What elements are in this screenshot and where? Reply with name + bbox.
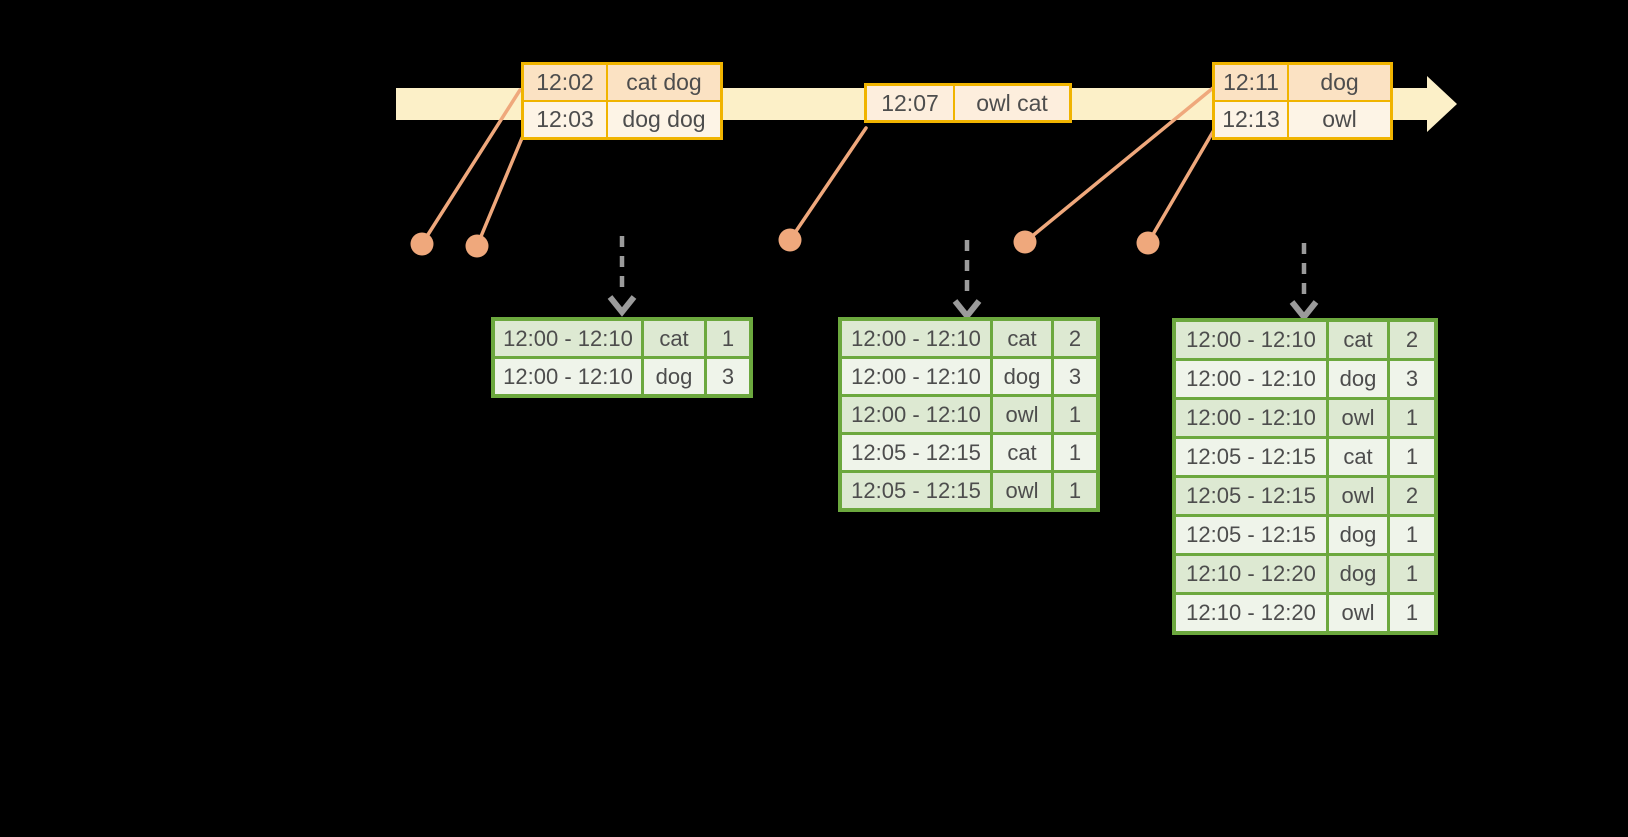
trigger-arrowhead-icon [607,295,637,317]
event-words: dog [1289,65,1390,100]
word-cell: owl [1329,595,1387,631]
word-cell: owl [1329,400,1387,436]
result-table-3: 12:00 - 12:10 cat 2 12:00 - 12:10 dog 3 … [1172,318,1438,635]
count-cell: 1 [1390,517,1434,553]
trigger-arrowhead-icon [1289,300,1319,322]
count-cell: 1 [1390,556,1434,592]
window-cell: 12:10 - 12:20 [1176,556,1326,592]
window-cell: 12:00 - 12:10 [1176,361,1326,397]
window-cell: 12:00 - 12:10 [1176,400,1326,436]
count-cell: 1 [1054,473,1096,508]
event-words: cat dog [608,65,720,100]
word-cell: dog [1329,517,1387,553]
event-dot [778,228,802,252]
event-connector-line [420,88,522,246]
word-cell: owl [993,473,1051,508]
count-cell: 1 [707,321,749,356]
count-cell: 3 [1054,359,1096,394]
window-cell: 12:00 - 12:10 [495,321,641,356]
count-cell: 1 [1054,397,1096,432]
word-cell: dog [644,359,704,394]
event-dot [410,232,434,256]
word-cell: dog [993,359,1051,394]
timeline-arrowhead-icon [1427,76,1457,132]
word-cell: cat [993,321,1051,356]
window-cell: 12:00 - 12:10 [495,359,641,394]
word-cell: dog [1329,361,1387,397]
event-connector-line [1023,86,1215,244]
count-cell: 2 [1390,478,1434,514]
window-cell: 12:05 - 12:15 [1176,517,1326,553]
event-connector-line [1146,128,1216,245]
count-cell: 1 [1390,439,1434,475]
event-time: 12:11 [1215,65,1287,100]
word-cell: owl [1329,478,1387,514]
word-cell: owl [993,397,1051,432]
word-cell: cat [644,321,704,356]
word-cell: cat [1329,439,1387,475]
count-cell: 3 [707,359,749,394]
count-cell: 3 [1390,361,1434,397]
word-cell: cat [993,435,1051,470]
window-cell: 12:10 - 12:20 [1176,595,1326,631]
window-cell: 12:00 - 12:10 [1176,322,1326,358]
window-cell: 12:05 - 12:15 [842,435,990,470]
count-cell: 2 [1390,322,1434,358]
result-table-2: 12:00 - 12:10 cat 2 12:00 - 12:10 dog 3 … [838,317,1100,512]
event-time: 12:07 [867,86,953,120]
count-cell: 1 [1390,400,1434,436]
count-cell: 2 [1054,321,1096,356]
event-time: 12:13 [1215,102,1287,137]
event-dot [1013,230,1037,254]
window-cell: 12:05 - 12:15 [842,473,990,508]
count-cell: 1 [1390,595,1434,631]
window-cell: 12:05 - 12:15 [1176,478,1326,514]
window-cell: 12:00 - 12:10 [842,321,990,356]
event-time: 12:03 [524,102,606,137]
window-cell: 12:00 - 12:10 [842,397,990,432]
window-cell: 12:00 - 12:10 [842,359,990,394]
result-table-1: 12:00 - 12:10 cat 1 12:00 - 12:10 dog 3 [491,317,753,398]
event-box-3: 12:11 dog 12:13 owl [1212,62,1393,140]
event-connector-line [475,136,524,248]
event-dot [1136,231,1160,255]
event-dot [465,234,489,258]
event-box-2: 12:07 owl cat [864,83,1072,123]
event-time: 12:02 [524,65,606,100]
event-box-1: 12:02 cat dog 12:03 dog dog [521,62,723,140]
event-words: owl [1289,102,1390,137]
count-cell: 1 [1054,435,1096,470]
trigger-arrowhead-icon [952,299,982,321]
window-cell: 12:05 - 12:15 [1176,439,1326,475]
event-words: owl cat [955,86,1069,120]
word-cell: dog [1329,556,1387,592]
word-cell: cat [1329,322,1387,358]
event-connector-line [788,126,868,242]
event-words: dog dog [608,102,720,137]
